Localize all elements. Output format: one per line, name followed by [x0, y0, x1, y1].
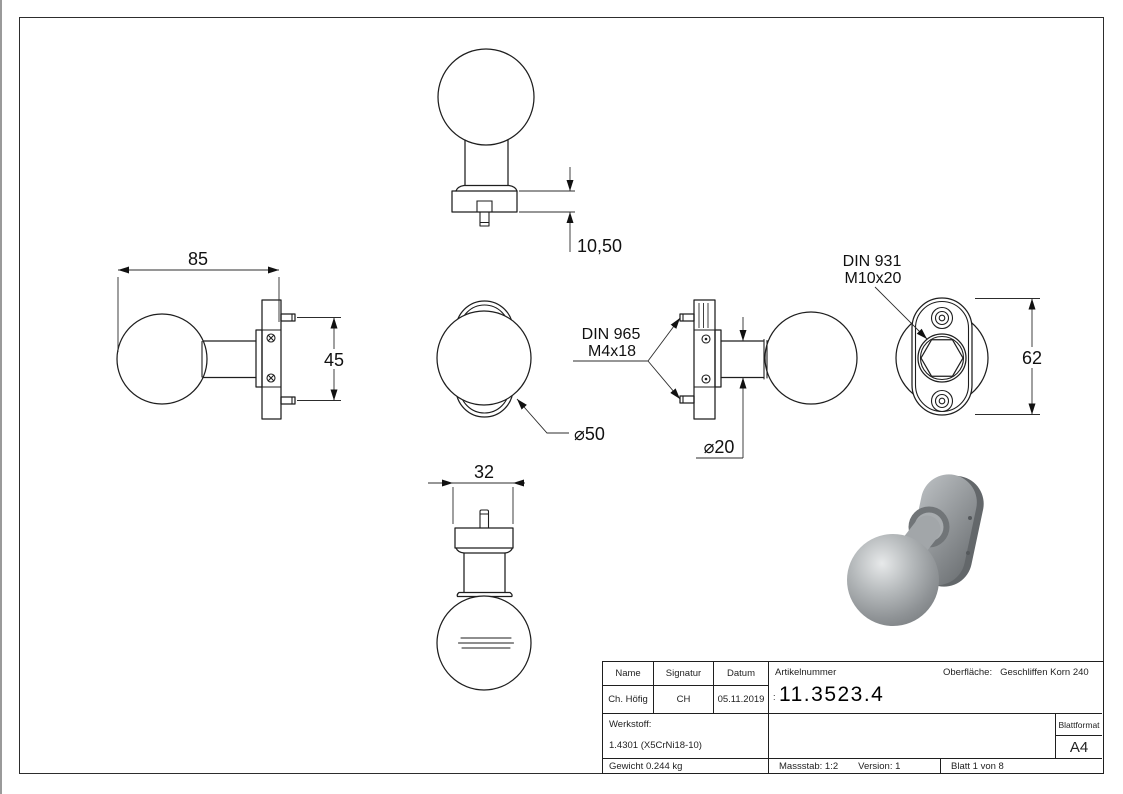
value-signatur: CH [654, 686, 714, 713]
artikelnummer-label: Artikelnummer [775, 667, 837, 678]
sheet-edge [0, 0, 2, 794]
blatt-cell: Blatt 1 von 8 [941, 758, 1102, 773]
header-datum: Datum [714, 662, 769, 686]
label-din965: DIN 965 M4x18 [573, 317, 681, 400]
drawing-frame [19, 17, 1104, 774]
dim-stud-spacing: 45 [324, 350, 344, 370]
dim-plate-width: 32 [474, 462, 494, 482]
nut-standard-line2: M10x20 [845, 270, 902, 287]
dim-plate-thickness: 10,50 [577, 236, 622, 256]
view-rear: 62 [895, 297, 1046, 416]
blattformat-label: Blattformat [1058, 719, 1100, 730]
massstab-cell: Massstab: 1:2 Version: 1 [769, 758, 941, 773]
empty-cell [769, 713, 1056, 758]
oberflaeche-value: Geschliffen Korn 240 [1000, 667, 1089, 678]
blattformat-value: A4 [1069, 738, 1089, 756]
blatt-value: Blatt 1 von 8 [951, 760, 1004, 772]
header-signatur: Signatur [654, 662, 714, 686]
screw-standard-line2: M4x18 [588, 343, 636, 360]
massstab-value: Massstab: 1:2 [779, 760, 839, 772]
artikelnummer-prefix: : [773, 692, 776, 702]
werkstoff-cell: Werkstoff: 1.4301 (X5CrNi18-10) [603, 713, 769, 758]
gewicht-cell: Gewicht 0.244 kg [603, 758, 769, 773]
view-bottom: 32 [428, 462, 532, 691]
view-3d [847, 474, 984, 626]
view-side-left: 85 45 [116, 249, 347, 420]
artikelnummer-cell: Artikelnummer : 11.3523.4 Oberfläche: Ges… [769, 662, 1103, 713]
dim-ball-diameter: ⌀50 [574, 424, 605, 444]
version-value: Version: 1 [858, 760, 901, 772]
value-name: Ch. Höfig [603, 686, 654, 713]
werkstoff-value: 1.4301 (X5CrNi18-10) [609, 740, 702, 751]
artikelnummer-value: 11.3523.4 [779, 683, 885, 706]
title-block: Name Signatur Datum Ch. Höfig CH 05.11.2… [602, 661, 1104, 774]
dim-rosette-height: 62 [1022, 348, 1042, 368]
gewicht-value: Gewicht 0.244 kg [609, 760, 683, 772]
view-front: ⌀50 [436, 300, 605, 444]
blattformat-value-cell: A4 [1056, 736, 1102, 758]
view-top: 10,50 [437, 48, 622, 256]
oberflaeche-label: Oberfläche: [943, 667, 993, 678]
nut-standard-line1: DIN 931 [843, 253, 902, 270]
value-datum: 05.11.2019 [714, 686, 769, 713]
label-din931: DIN 931 M10x20 [843, 253, 928, 340]
oberflaeche: Oberfläche: Geschliffen Korn 240 [943, 667, 1097, 678]
view-side-right: ⌀20 [679, 299, 858, 459]
dim-neck-diameter: ⌀20 [704, 437, 735, 457]
werkstoff-label: Werkstoff: [609, 719, 652, 730]
dim-overall-length: 85 [188, 249, 208, 269]
screw-standard-line1: DIN 965 [582, 326, 641, 343]
header-name: Name [603, 662, 654, 686]
blattformat-label-cell: Blattformat [1056, 713, 1102, 736]
